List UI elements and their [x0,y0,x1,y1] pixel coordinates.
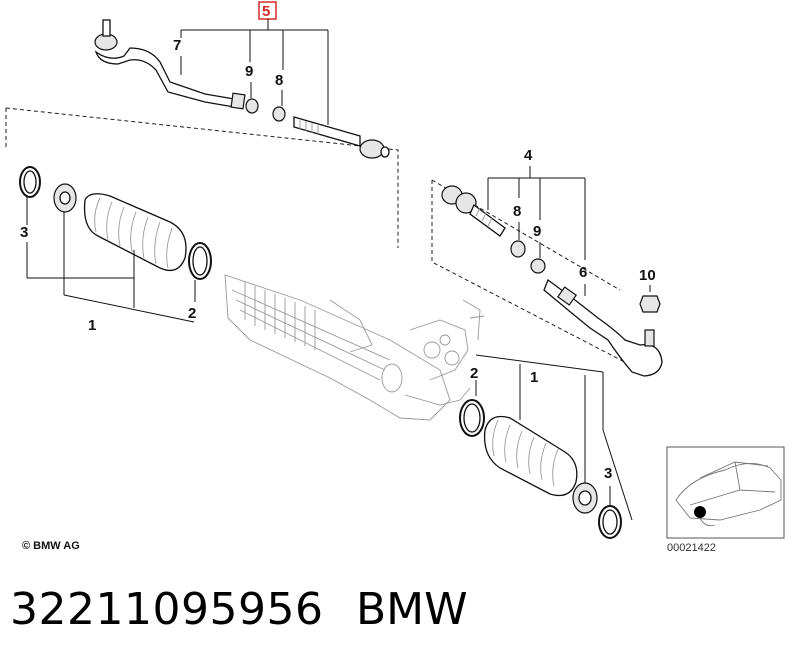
tie-rod-end-upper [94,19,246,110]
callout-8-right: 8 [513,203,521,220]
leader-5 [180,19,329,125]
locator-inset [666,446,785,539]
callout-2-left: 2 [188,305,196,322]
nut-10 [639,295,661,313]
callout-3-right: 3 [604,465,612,482]
leader-3-left [26,195,134,279]
callout-2-mid: 2 [470,365,478,382]
bellows-1-left [83,193,187,272]
copyright-text: © BMW AG [22,540,80,552]
leader-1-left [63,212,195,323]
clamp-3-left [19,166,41,198]
clamp-2-right [459,399,485,437]
nut-9-right [530,258,546,274]
callout-6: 6 [579,264,587,281]
leader-1-right [475,354,633,521]
brand-name: BMW [356,584,468,635]
inner-tie-rod-right [441,185,506,237]
locator-dot [694,506,706,518]
callout-5-top: 5 [262,3,270,20]
callout-10: 10 [639,267,656,284]
callout-9-top: 9 [245,63,253,80]
tie-rod-end-right [543,278,663,377]
upper-frame [5,107,399,248]
callout-7: 7 [173,37,181,54]
callout-3-left: 3 [20,224,28,241]
callout-1-right: 1 [530,369,538,386]
clamp-3-right [598,505,622,539]
nut-9-upper [245,98,259,114]
steering-rack-housing [224,274,485,421]
ring-8-upper [272,106,286,122]
ring-8-right [510,240,526,258]
bellows-1-right [483,415,578,497]
grommet-right [572,482,598,514]
leader-4 [487,166,586,260]
callout-8-top: 8 [275,72,283,89]
grommet-left [53,183,77,213]
clamp-2-left [188,242,212,280]
callout-1-left: 1 [88,317,96,334]
inner-tie-rod-upper [293,116,390,159]
callout-9-right: 9 [533,223,541,240]
callout-4: 4 [524,147,533,164]
diagram-id: 00021422 [667,542,716,554]
part-number: 32211095956 [10,584,324,635]
